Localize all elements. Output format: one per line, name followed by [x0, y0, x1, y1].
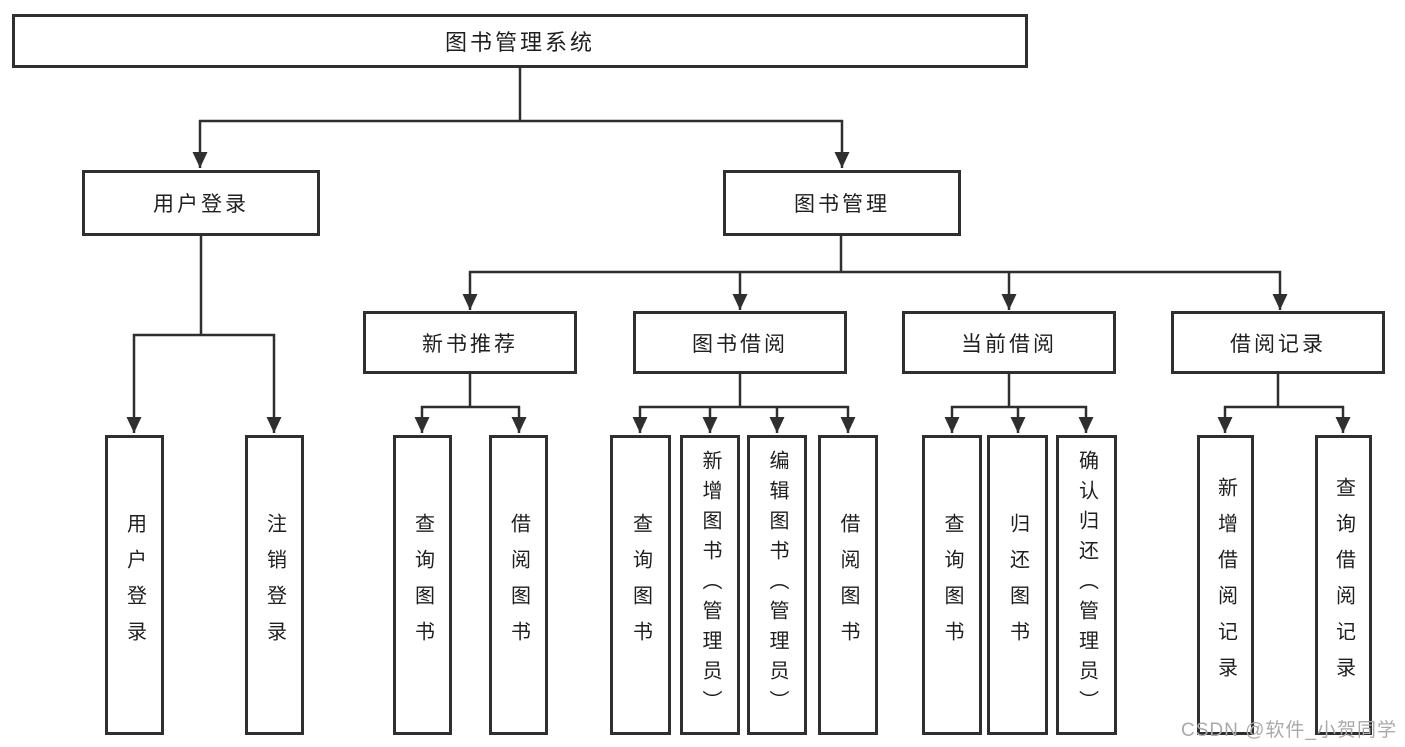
leaf-label: 注销登录 [263, 513, 286, 657]
leaf-return-books: 归还图书 [987, 435, 1048, 735]
leaf-edit-book-admin: 编辑图书（管理员） [747, 435, 807, 735]
leaf-add-book-admin: 新增图书（管理员） [680, 435, 740, 735]
node-user-login: 用户登录 [82, 170, 320, 236]
leaf-label: 新增借阅记录 [1214, 477, 1237, 693]
leaf-confirm-return-admin: 确认归还（管理员） [1056, 435, 1117, 735]
leaf-label: 查询借阅记录 [1332, 477, 1355, 693]
leaf-logout: 注销登录 [245, 435, 304, 735]
leaf-borrow-books-recommend: 借阅图书 [489, 435, 548, 735]
leaf-label: 查询图书 [411, 513, 434, 657]
node-book-borrowing: 图书借阅 [633, 311, 847, 374]
leaf-query-books-recommend: 查询图书 [393, 435, 452, 735]
leaf-label: 借阅图书 [507, 513, 530, 657]
node-borrowing-records: 借阅记录 [1171, 311, 1385, 374]
leaf-label: 用户登录 [123, 513, 146, 657]
leaf-user-login: 用户登录 [105, 435, 164, 735]
watermark: CSDN @软件_小贺同学 [1181, 720, 1397, 741]
node-new-book-recommendation: 新书推荐 [363, 311, 577, 374]
leaf-borrow-books: 借阅图书 [818, 435, 878, 735]
leaf-query-books-current: 查询图书 [922, 435, 982, 735]
leaf-label: 借阅图书 [837, 513, 859, 657]
leaf-add-borrow-record: 新增借阅记录 [1197, 435, 1254, 735]
leaf-label: 归还图书 [1006, 513, 1029, 657]
leaf-query-borrow-record: 查询借阅记录 [1315, 435, 1372, 735]
leaf-label: 查询图书 [629, 513, 652, 657]
leaf-label: 新增图书（管理员） [699, 450, 721, 720]
leaf-label: 编辑图书（管理员） [766, 450, 788, 720]
node-library-management-system: 图书管理系统 [12, 14, 1028, 68]
leaf-label: 确认归还（管理员） [1075, 450, 1098, 720]
leaf-label: 查询图书 [941, 513, 963, 657]
node-book-management: 图书管理 [723, 170, 961, 236]
leaf-query-books-borrowing: 查询图书 [610, 435, 671, 735]
node-current-borrowing: 当前借阅 [902, 311, 1116, 374]
